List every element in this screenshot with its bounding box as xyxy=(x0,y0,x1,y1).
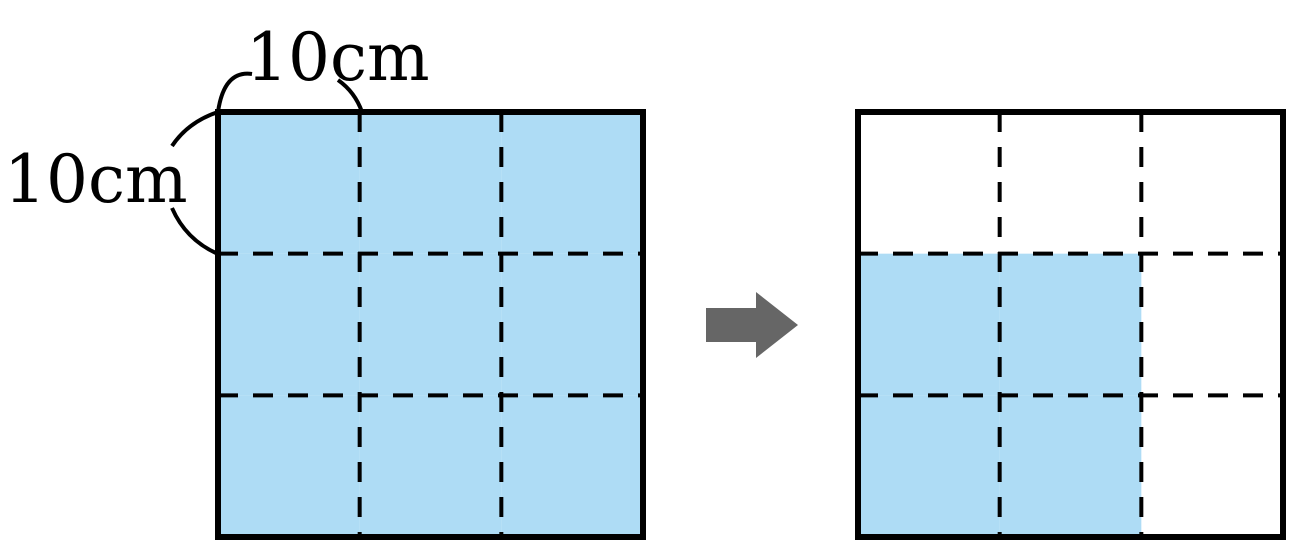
shaded-cell xyxy=(858,253,1000,396)
shaded-cell xyxy=(858,395,1000,537)
square-border xyxy=(215,109,646,540)
right-square xyxy=(855,109,1286,540)
right-arrow-icon xyxy=(706,292,798,358)
top-width-label: 10cm xyxy=(246,19,430,96)
shaded-cell xyxy=(999,253,1142,396)
shaded-cell xyxy=(218,112,360,254)
square-border xyxy=(855,109,1286,540)
shaded-cell xyxy=(218,395,360,537)
left-square xyxy=(215,109,646,540)
shaded-cell xyxy=(501,112,643,254)
shaded-cell xyxy=(501,253,643,396)
shaded-cell xyxy=(999,395,1142,537)
shaded-cell xyxy=(359,112,502,254)
top-dimension-arc xyxy=(216,71,253,113)
shaded-cell xyxy=(359,253,502,396)
left-dimension-arc-bottom xyxy=(170,207,219,256)
shaded-cell xyxy=(218,253,360,396)
left-dimension-arc-top xyxy=(170,110,219,148)
left-height-label: 10cm xyxy=(4,141,188,218)
shaded-cell xyxy=(359,395,502,537)
top-dimension-arc-right xyxy=(336,78,364,113)
shaded-cell xyxy=(501,395,643,537)
